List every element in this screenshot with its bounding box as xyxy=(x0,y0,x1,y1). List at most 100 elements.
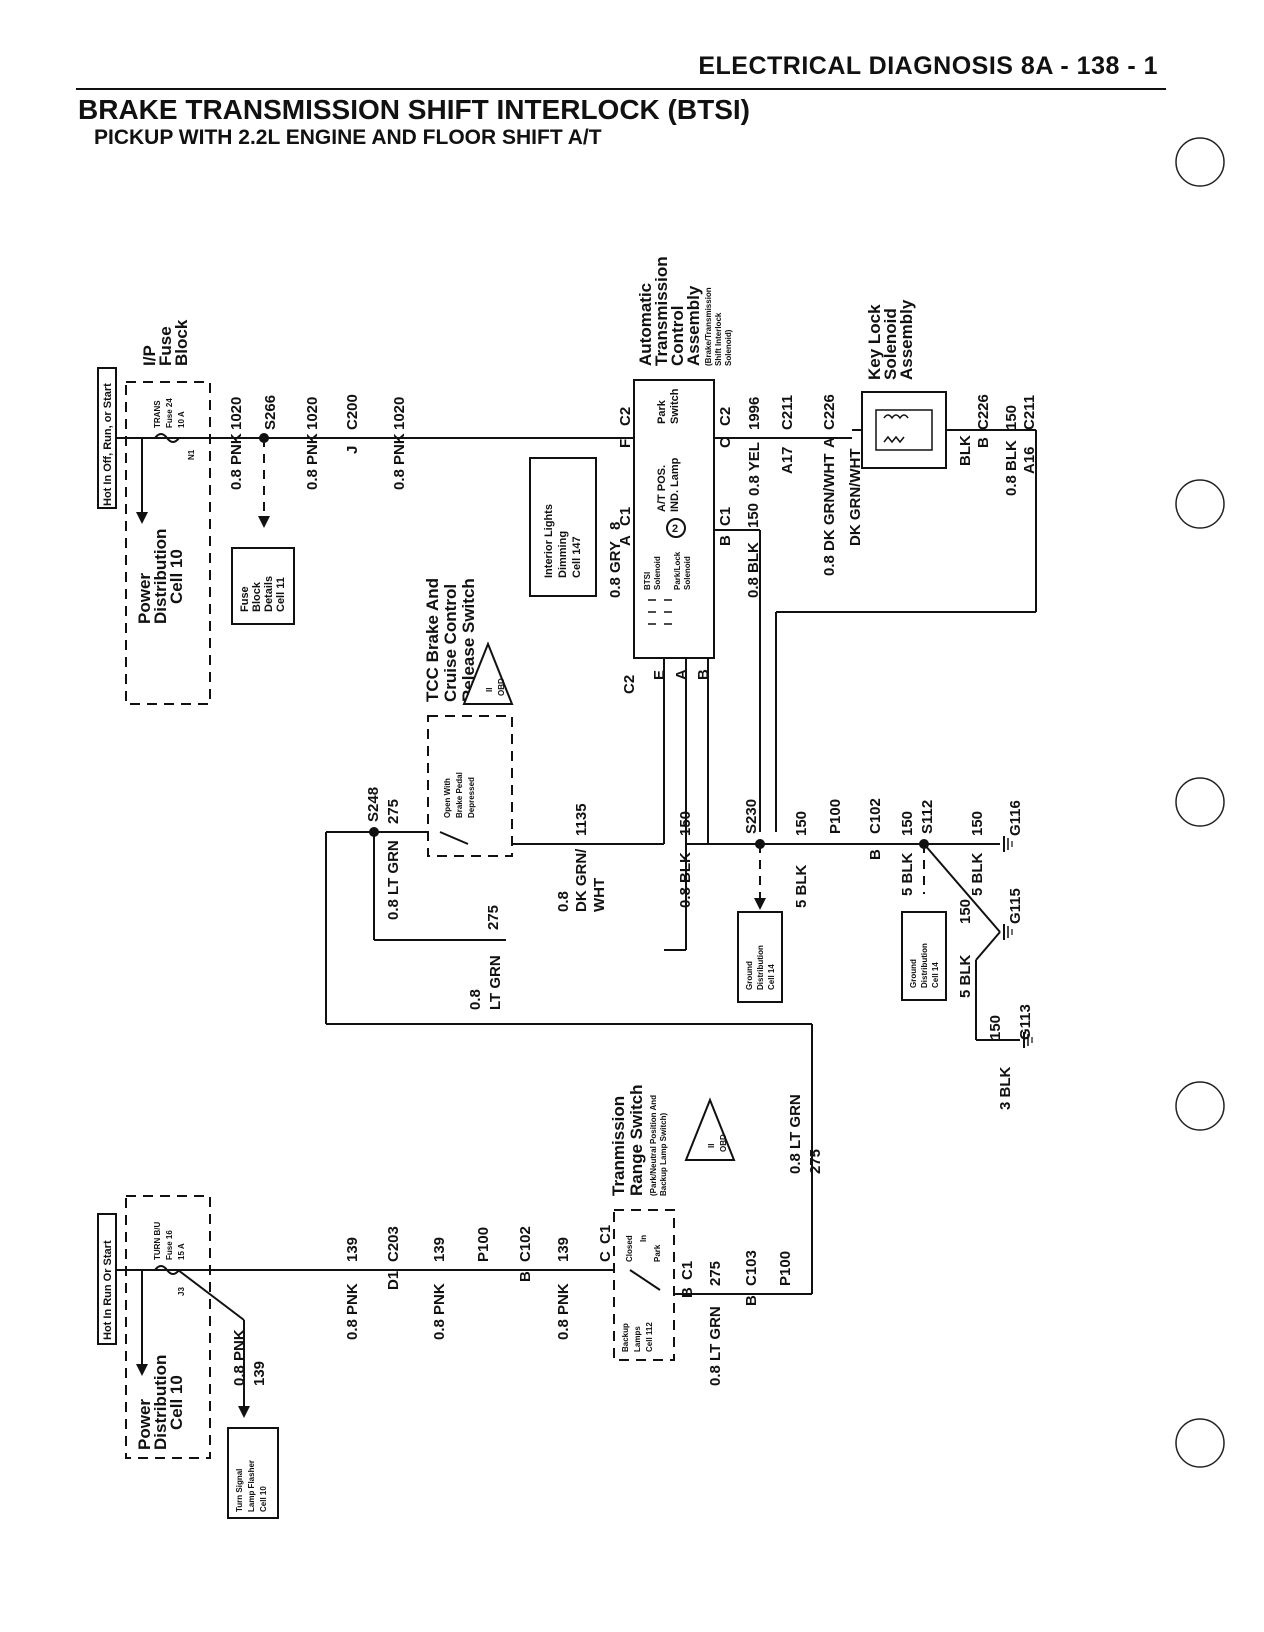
svg-text:150: 150 xyxy=(899,811,916,836)
svg-text:C226: C226 xyxy=(975,394,992,430)
svg-text:B: B xyxy=(695,669,712,680)
svg-text:0.8: 0.8 xyxy=(467,989,484,1010)
svg-text:150: 150 xyxy=(969,811,986,836)
power-dist-top-1: Power xyxy=(135,573,154,624)
svg-text:P100: P100 xyxy=(475,1227,492,1262)
svg-text:Backup: Backup xyxy=(621,1323,630,1352)
svg-text:0.8 PNK: 0.8 PNK xyxy=(391,433,408,490)
connector-c200: C200 xyxy=(344,394,361,430)
svg-text:Cell 112: Cell 112 xyxy=(645,1322,654,1352)
svg-text:C: C xyxy=(597,1251,614,1262)
svg-text:Cell 10: Cell 10 xyxy=(167,1375,186,1430)
svg-text:C103: C103 xyxy=(743,1250,760,1286)
svg-text:C1: C1 xyxy=(597,1225,614,1244)
svg-text:Tranmission: Tranmission xyxy=(609,1096,628,1196)
svg-text:1996: 1996 xyxy=(746,397,763,430)
svg-text:J: J xyxy=(344,446,361,454)
svg-text:0.8 BLK: 0.8 BLK xyxy=(745,542,762,598)
svg-text:Distribution: Distribution xyxy=(920,943,929,988)
circuit-139: 139 0.8 PNK C203 D1 139 0.8 PNK P100 C10… xyxy=(210,1226,614,1340)
svg-text:139: 139 xyxy=(555,1237,572,1262)
svg-text:0.8 PNK: 0.8 PNK xyxy=(231,1329,248,1386)
svg-text:Switch: Switch xyxy=(669,388,681,424)
svg-text:BTSI: BTSI xyxy=(643,572,652,590)
svg-text:Solenoid): Solenoid) xyxy=(724,329,733,366)
svg-text:C203: C203 xyxy=(385,1226,402,1262)
svg-text:C1: C1 xyxy=(717,507,734,526)
svg-text:Lamps: Lamps xyxy=(633,1326,642,1352)
fuse24-amp: 10 A xyxy=(177,411,186,428)
fuse24-num: Fuse 24 xyxy=(165,398,174,428)
svg-text:Dimming: Dimming xyxy=(557,531,569,578)
svg-text:150: 150 xyxy=(745,503,762,528)
svg-text:139: 139 xyxy=(251,1361,268,1386)
svg-text:Open With: Open With xyxy=(443,778,452,818)
fuse-block-details-box: Fuse Block Details Cell 11 xyxy=(231,547,295,625)
svg-text:D1: D1 xyxy=(385,1271,402,1290)
power-dist-top-3: Cell 10 xyxy=(167,549,186,604)
svg-text:B: B xyxy=(867,849,884,860)
svg-text:(Brake/Transmission: (Brake/Transmission xyxy=(704,287,713,366)
svg-text:G113: G113 xyxy=(1017,1004,1034,1040)
svg-text:Lamp Flasher: Lamp Flasher xyxy=(247,1460,256,1512)
svg-text:C2: C2 xyxy=(617,407,634,426)
svg-text:P100: P100 xyxy=(827,799,844,834)
svg-text:Cell 147: Cell 147 xyxy=(571,536,583,578)
svg-text:C1: C1 xyxy=(679,1261,696,1280)
svg-text:Park: Park xyxy=(656,399,668,424)
svg-text:DK GRN/: DK GRN/ xyxy=(573,848,590,912)
page-header: ELECTRICAL DIAGNOSIS 8A - 138 - 1 xyxy=(76,48,1166,90)
svg-text:C226: C226 xyxy=(821,394,838,430)
svg-text:Turn Signal: Turn Signal xyxy=(235,1469,244,1512)
fuse24-name: TRANS xyxy=(153,400,162,428)
svg-text:Park: Park xyxy=(653,1244,662,1262)
svg-text:275: 275 xyxy=(707,1261,724,1286)
ipfuse-name-2: Fuse xyxy=(156,326,175,366)
svg-text:0.8 GRY: 0.8 GRY xyxy=(607,541,624,598)
tcc-wires: S248 275 0.8 LT GRN 275 0.8 LT GRN 0.8 D… xyxy=(325,658,1000,1294)
svg-text:C: C xyxy=(717,437,734,448)
svg-text:139: 139 xyxy=(344,1237,361,1262)
svg-text:0.8: 0.8 xyxy=(555,891,572,912)
wire-1020-num: 1020 xyxy=(228,397,245,430)
svg-text:0.8 PNK: 0.8 PNK xyxy=(431,1283,448,1340)
svg-text:II: II xyxy=(707,1144,716,1148)
svg-text:Ground: Ground xyxy=(909,959,918,988)
svg-text:0.8 DK GRN/WHT: 0.8 DK GRN/WHT xyxy=(821,453,838,576)
svg-text:Transmission: Transmission xyxy=(652,256,671,366)
svg-text:LT GRN: LT GRN xyxy=(487,955,504,1010)
svg-text:B: B xyxy=(975,437,992,448)
svg-text:5 BLK: 5 BLK xyxy=(899,852,916,896)
svg-text:C211: C211 xyxy=(779,395,796,430)
svg-text:B: B xyxy=(717,535,734,546)
svg-text:Distribution: Distribution xyxy=(756,945,765,990)
svg-text:C2: C2 xyxy=(717,407,734,426)
svg-text:S248: S248 xyxy=(365,787,382,822)
svg-text:Solenoid: Solenoid xyxy=(653,556,662,590)
svg-text:Release Switch: Release Switch xyxy=(459,578,478,702)
svg-text:15 A: 15 A xyxy=(177,1243,186,1260)
svg-text:F: F xyxy=(617,439,634,448)
svg-text:Brake Pedal: Brake Pedal xyxy=(455,772,464,818)
svg-text:(Park/Neutral Position And: (Park/Neutral Position And xyxy=(649,1095,658,1196)
svg-text:BLK: BLK xyxy=(957,435,974,466)
splice-s266: S266 xyxy=(262,395,279,430)
svg-text:Shift Interlock: Shift Interlock xyxy=(714,312,723,366)
power-dist-top-2: Distribution xyxy=(151,529,170,624)
svg-text:Range Switch: Range Switch xyxy=(627,1085,646,1196)
svg-text:TURN B/U: TURN B/U xyxy=(153,1222,162,1260)
svg-text:B: B xyxy=(743,1295,760,1306)
section-header: ELECTRICAL DIAGNOSIS 8A - 138 - 1 xyxy=(698,52,1158,80)
svg-text:275: 275 xyxy=(485,905,502,930)
svg-text:5 BLK: 5 BLK xyxy=(957,954,974,998)
svg-text:0.8 PNK: 0.8 PNK xyxy=(344,1283,361,1340)
svg-text:150: 150 xyxy=(1003,405,1020,430)
binder-holes xyxy=(1175,137,1225,1468)
svg-text:In: In xyxy=(639,1235,648,1242)
svg-text:Solenoid: Solenoid xyxy=(881,308,900,380)
ground-distribution-box-2: Ground Distribution Cell 14 xyxy=(901,911,947,1001)
svg-text:0.8 YEL: 0.8 YEL xyxy=(746,442,763,496)
svg-text:Control: Control xyxy=(668,306,687,366)
circuit-275-bottom: 275 0.8 LT GRN C103 B P100 0.8 LT GRN 27… xyxy=(674,1094,824,1386)
